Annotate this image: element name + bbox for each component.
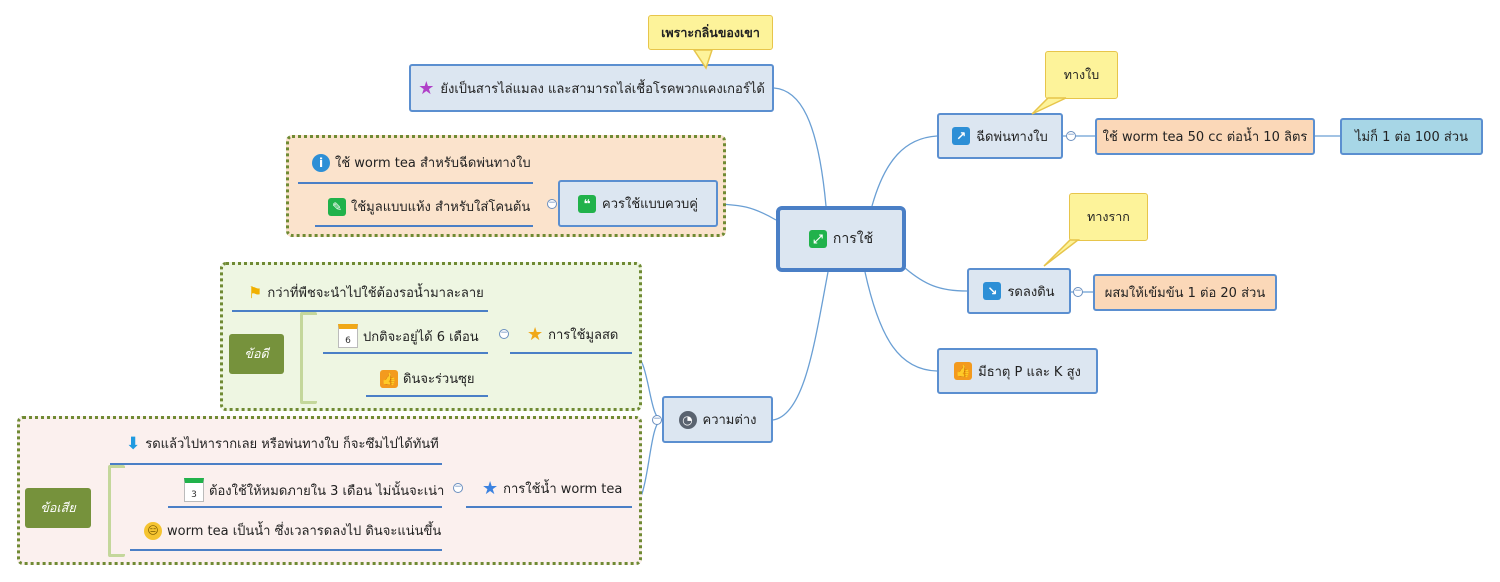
spray-ratio-node[interactable]: ใช้ worm tea 50 cc ต่อน้ำ 10 ลิตร bbox=[1095, 118, 1315, 155]
connector-nutrient bbox=[864, 271, 938, 372]
fresh-title-text: การใช้มูลสด bbox=[548, 328, 619, 343]
edit-icon: ✎ bbox=[328, 197, 346, 216]
fresh-title-underline bbox=[510, 352, 632, 354]
leaf-callout-text: ทางใบ bbox=[1063, 67, 1100, 82]
pair-node[interactable]: ❝ ควรใช้แบบควบคู่ bbox=[558, 180, 718, 227]
nutrient-node[interactable]: 👍 มีธาตุ P และ K สูง bbox=[937, 348, 1098, 394]
fresh-item-1: 6 ปกติจะอยู่ได้ 6 เดือน bbox=[338, 324, 479, 348]
root-callout: ทางราก bbox=[1069, 193, 1148, 241]
pair-item-1-text: ใช้ worm tea สำหรับฉีดพ่นทางใบ bbox=[335, 156, 531, 171]
soil-ratio-node[interactable]: ผสมให้เข้มข้น 1 ต่อ 20 ส่วน bbox=[1093, 274, 1277, 311]
insect-node[interactable]: ★ ยังเป็นสารไล่แมลง และสามารถไล่เชื้อโรค… bbox=[409, 64, 774, 112]
star-blue-icon: ★ bbox=[482, 478, 499, 499]
spray-ratio-label: ใช้ worm tea 50 cc ต่อน้ำ 10 ลิตร bbox=[1102, 130, 1308, 145]
fresh-note-underline bbox=[232, 310, 488, 312]
star-purple-icon: ★ bbox=[418, 77, 435, 99]
spray-label: ฉีดพ่นทางใบ bbox=[976, 129, 1048, 145]
diff-collapse-toggle[interactable]: − bbox=[652, 414, 662, 425]
star-orange-icon: ★ bbox=[527, 324, 544, 345]
flag-icon: ⚑ bbox=[248, 283, 263, 302]
tea-label-text: ข้อเสีย bbox=[40, 500, 76, 515]
tea-item-1-underline bbox=[168, 506, 442, 508]
connector-diff bbox=[772, 271, 829, 421]
fresh-item-1-text: ปกติจะอยู่ได้ 6 เดือน bbox=[363, 329, 479, 345]
tea-brace bbox=[108, 465, 125, 557]
root-callout-pointer bbox=[1043, 239, 1080, 267]
tea-item-2: 😑 worm tea เป็นน้ำ ซึ่งเวลารดลงไป ดินจะแ… bbox=[144, 520, 441, 541]
connector-insect bbox=[773, 87, 827, 207]
tea-note-underline bbox=[110, 463, 442, 465]
insect-label: ยังเป็นสารไล่แมลง และสามารถไล่เชื้อโรคพว… bbox=[440, 81, 765, 97]
thumbs-up-icon: 👍 bbox=[954, 362, 973, 380]
spray-collapse-toggle[interactable]: − bbox=[1066, 130, 1076, 141]
neutral-face-icon: 😑 bbox=[144, 521, 162, 540]
tea-collapse-toggle[interactable]: − bbox=[453, 482, 463, 493]
tea-group-box bbox=[17, 416, 642, 565]
fresh-item-2-text: ดินจะร่วนซุย bbox=[403, 372, 475, 387]
calendar-icon: 6 bbox=[338, 324, 358, 348]
fresh-collapse-toggle[interactable]: − bbox=[499, 328, 509, 339]
fresh-item-2-underline bbox=[366, 395, 488, 397]
fresh-brace bbox=[300, 312, 317, 404]
connector-soil bbox=[904, 267, 968, 292]
fresh-item-2: 👍 ดินจะร่วนซุย bbox=[380, 368, 475, 389]
fresh-note: ⚑ กว่าที่พืชจะนำไปใช้ต้องรอน้ำมาละลาย bbox=[248, 282, 484, 303]
leaf-callout: ทางใบ bbox=[1045, 51, 1118, 99]
diff-label: ความต่าง bbox=[702, 413, 757, 428]
fresh-note-text: กว่าที่พืชจะนำไปใช้ต้องรอน้ำมาละลาย bbox=[267, 286, 484, 301]
pair-item-2-text: ใช้มูลแบบแห้ง สำหรับใส่โคนต้น bbox=[351, 200, 531, 215]
pair-item-1-underline bbox=[298, 182, 533, 184]
calendar-icon: 3 bbox=[184, 478, 204, 502]
smell-callout: เพราะกลิ่นของเขา bbox=[648, 15, 773, 50]
leaf-callout-pointer bbox=[1031, 97, 1067, 115]
spray-ratio2-node[interactable]: ไม่ก็ 1 ต่อ 100 ส่วน bbox=[1340, 118, 1483, 155]
quote-icon: ❝ bbox=[578, 194, 596, 213]
arrow-down-right-icon: ↘ bbox=[983, 282, 1002, 300]
pair-item-2: ✎ ใช้มูลแบบแห้ง สำหรับใส่โคนต้น bbox=[328, 196, 530, 217]
smell-callout-pointer bbox=[692, 49, 714, 70]
tea-title[interactable]: ★ การใช้น้ำ worm tea bbox=[482, 478, 622, 499]
pie-chart-icon: ◔ bbox=[678, 410, 697, 429]
connector-pair bbox=[717, 203, 777, 221]
central-node[interactable]: ⤢ การใช้ bbox=[776, 206, 906, 272]
diff-node[interactable]: ◔ ความต่าง bbox=[662, 396, 773, 443]
fresh-group-box bbox=[220, 262, 642, 411]
pair-collapse-toggle[interactable]: − bbox=[547, 198, 557, 209]
smell-callout-text: เพราะกลิ่นของเขา bbox=[661, 24, 760, 40]
tea-item-1-text: ต้องใช้ให้หมดภายใน 3 เดือน ไม่นั้นจะเน่า bbox=[209, 483, 445, 499]
fresh-item-1-underline bbox=[323, 352, 488, 354]
fresh-label-text: ข้อดี bbox=[244, 346, 269, 361]
tea-label: ข้อเสีย bbox=[25, 488, 91, 528]
tea-item-2-text: worm tea เป็นน้ำ ซึ่งเวลารดลงไป ดินจะแน่… bbox=[167, 524, 442, 539]
tea-note-text: รดแล้วไปหารากเลย หรือพ่นทางใบ ก็จะซึมไปไ… bbox=[145, 437, 439, 452]
root-callout-text: ทางราก bbox=[1087, 209, 1130, 224]
thumbs-up-icon: 👍 bbox=[380, 369, 398, 388]
info-icon: i bbox=[312, 153, 330, 172]
soil-collapse-toggle[interactable]: − bbox=[1073, 286, 1083, 297]
pair-label: ควรใช้แบบควบคู่ bbox=[602, 197, 698, 212]
expand-icon: ⤢ bbox=[808, 230, 827, 248]
central-label: การใช้ bbox=[832, 231, 874, 247]
spray-ratio2-label: ไม่ก็ 1 ต่อ 100 ส่วน bbox=[1355, 130, 1468, 145]
nutrient-label: มีธาตุ P และ K สูง bbox=[978, 364, 1081, 380]
soil-node[interactable]: ↘ รดลงดิน bbox=[967, 268, 1071, 314]
soil-ratio-label: ผสมให้เข้มข้น 1 ต่อ 20 ส่วน bbox=[1104, 286, 1266, 301]
connector-spray bbox=[871, 135, 938, 207]
tea-title-text: การใช้น้ำ worm tea bbox=[503, 482, 623, 497]
arrow-up-right-icon: ↗ bbox=[952, 127, 971, 145]
tea-title-underline bbox=[466, 506, 632, 508]
fresh-title[interactable]: ★ การใช้มูลสด bbox=[527, 324, 618, 345]
tea-item-1: 3 ต้องใช้ให้หมดภายใน 3 เดือน ไม่นั้นจะเน… bbox=[184, 478, 444, 502]
fresh-label: ข้อดี bbox=[229, 334, 284, 374]
arrow-down-icon: ⬇ bbox=[126, 433, 141, 454]
soil-label: รดลงดิน bbox=[1007, 284, 1055, 300]
tea-item-2-underline bbox=[130, 549, 442, 551]
pair-item-1: i ใช้ worm tea สำหรับฉีดพ่นทางใบ bbox=[312, 152, 531, 173]
spray-node[interactable]: ↗ ฉีดพ่นทางใบ bbox=[937, 113, 1063, 159]
pair-item-2-underline bbox=[315, 225, 533, 227]
tea-note: ⬇ รดแล้วไปหารากเลย หรือพ่นทางใบ ก็จะซึมไ… bbox=[126, 433, 439, 454]
